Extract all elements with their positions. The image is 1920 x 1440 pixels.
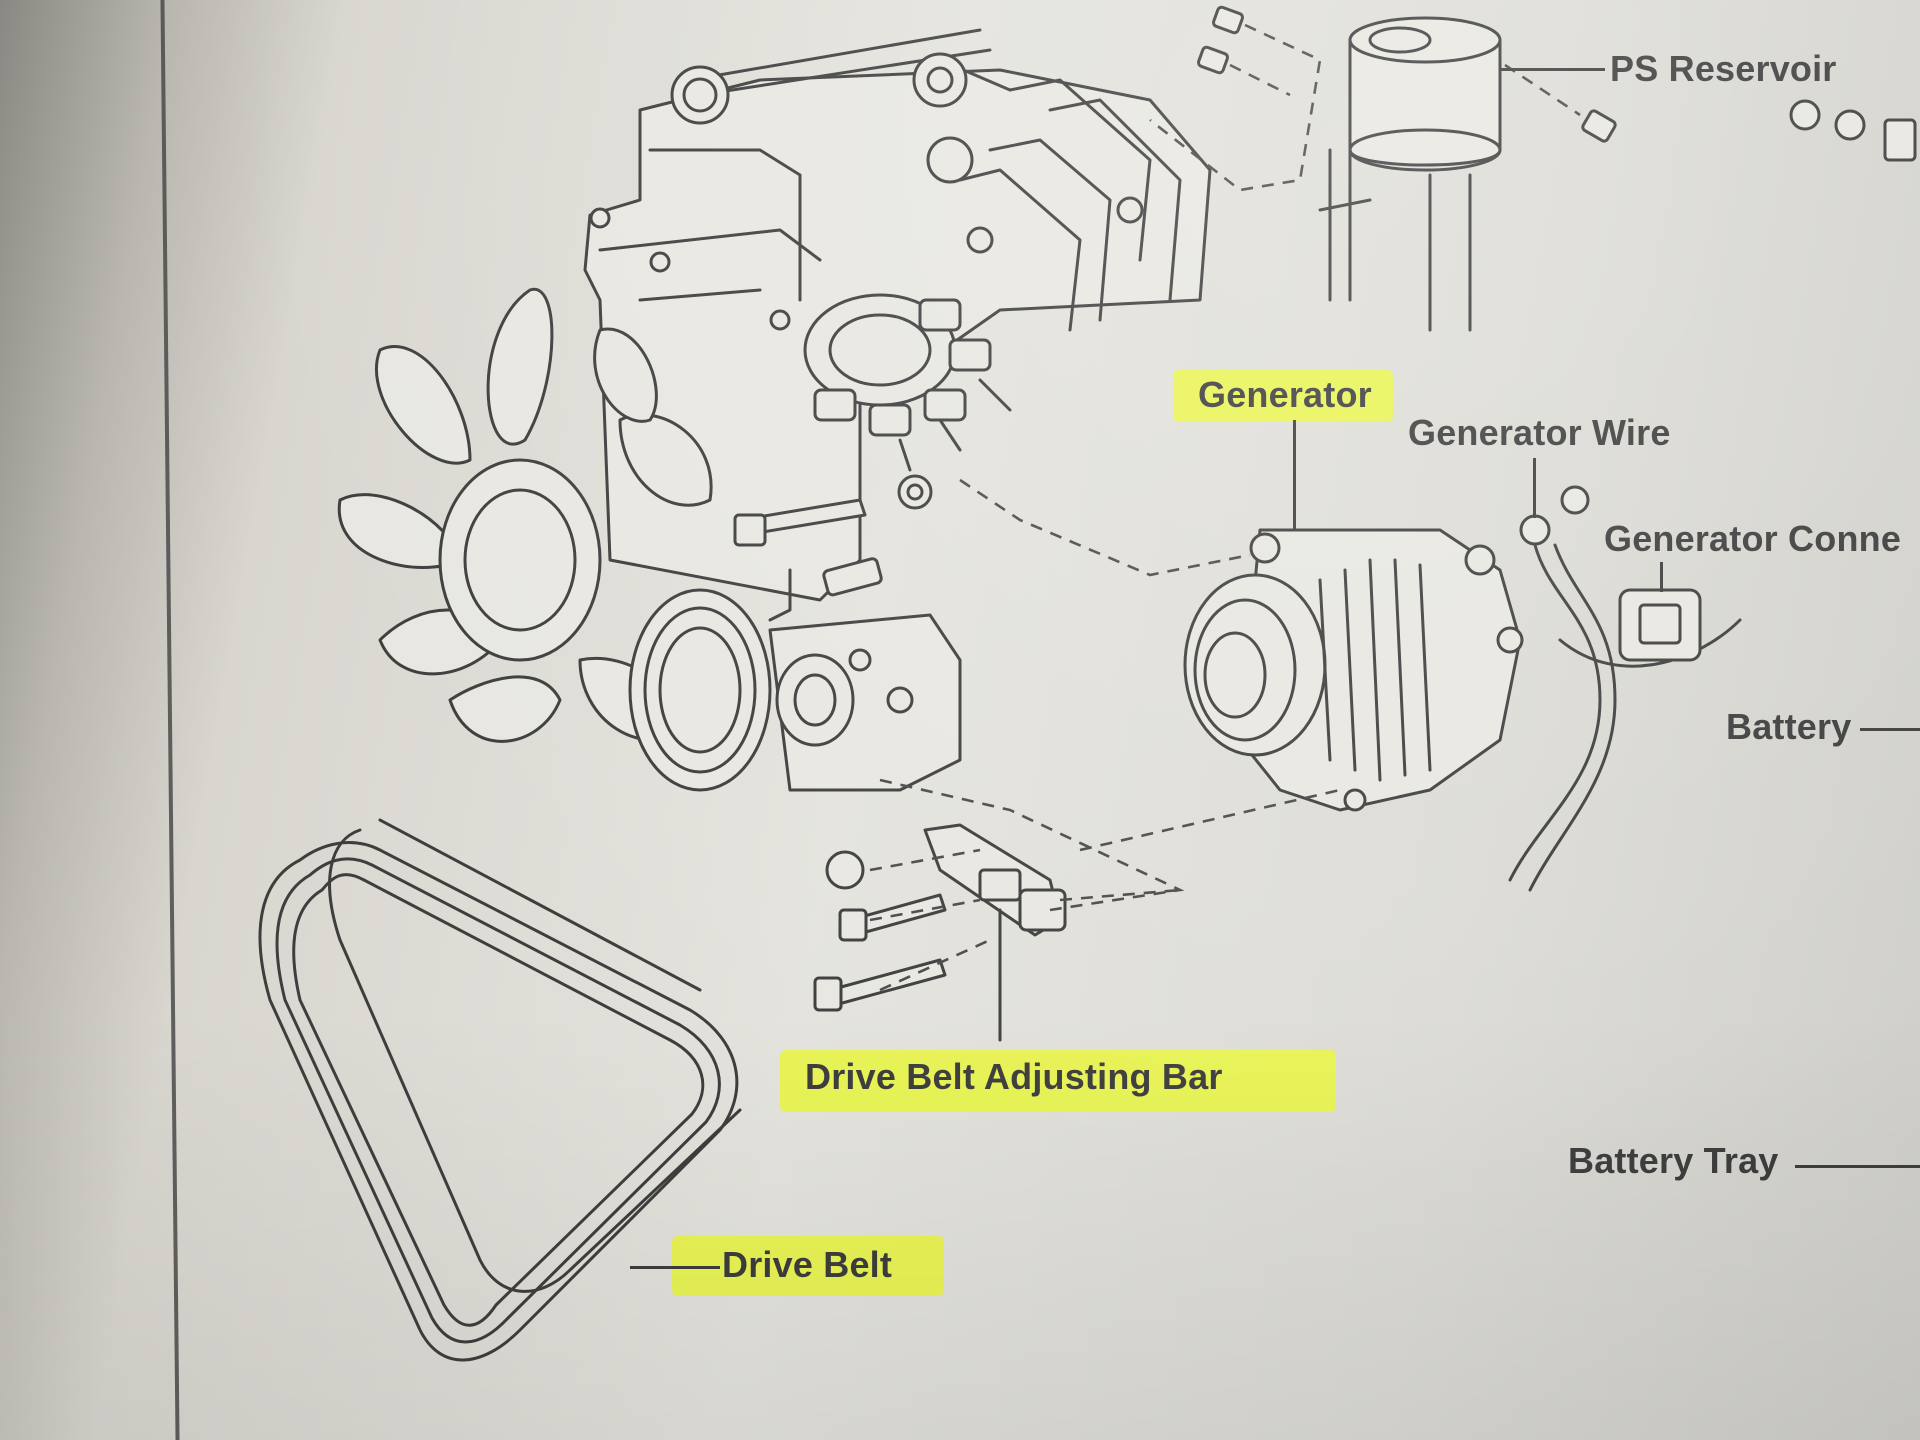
highlight-generator	[1173, 370, 1393, 422]
leader-drive-belt	[630, 1266, 720, 1269]
label-generator: Generator	[1198, 374, 1372, 415]
cooling-fan	[337, 287, 713, 743]
generator	[1183, 528, 1524, 812]
generator-connector	[1618, 588, 1702, 662]
water-pump-pulley	[628, 588, 962, 792]
highlight-drive-belt-adjusting-bar	[780, 1050, 1336, 1112]
distributor	[803, 293, 1012, 472]
intake-manifold	[912, 52, 1182, 332]
label-generator-wire: Generator Wire	[1408, 412, 1671, 453]
label-drive-belt: Drive Belt	[722, 1244, 893, 1285]
label-battery-tray: Battery Tray	[1568, 1140, 1779, 1181]
assembly-guide-lines	[869, 478, 1341, 992]
drive-belt	[258, 818, 742, 1362]
leader-battery-tray	[1795, 1165, 1920, 1168]
leader-generator-wire	[1533, 458, 1536, 518]
ps-reservoir	[1149, 5, 1917, 332]
label-battery: Battery	[1726, 706, 1852, 747]
label-ps-reservoir: PS Reservoir	[1610, 48, 1837, 89]
leader-generator-connector	[1660, 562, 1663, 592]
leader-ps-reservoir	[1500, 68, 1605, 71]
label-drive-belt-adjusting-bar: Drive Belt Adjusting Bar	[805, 1056, 1223, 1097]
generator-wire	[1508, 485, 1742, 892]
mount-bolt	[733, 474, 933, 622]
leader-battery	[1860, 728, 1920, 731]
label-generator-connector: Generator Conne	[1604, 518, 1902, 559]
leader-generator	[1293, 420, 1296, 530]
